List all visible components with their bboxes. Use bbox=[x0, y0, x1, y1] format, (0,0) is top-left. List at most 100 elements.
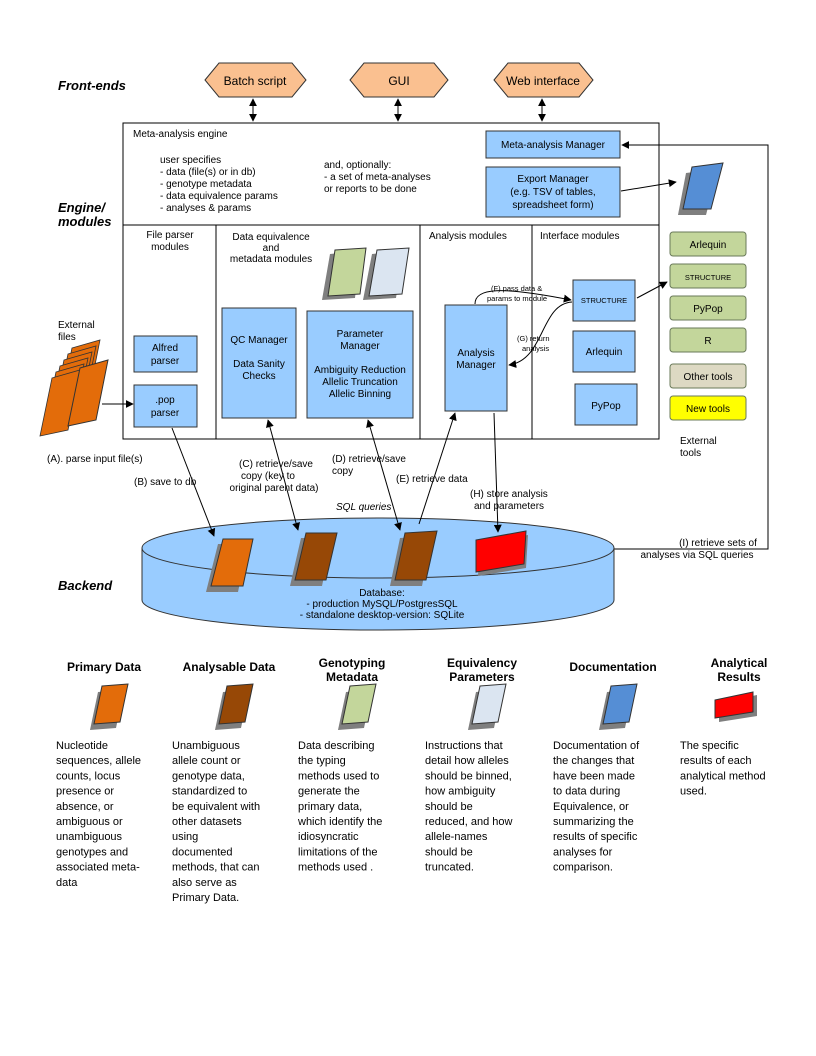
front-end-label: GUI bbox=[388, 74, 409, 88]
svg-text:Manager: Manager bbox=[340, 341, 380, 352]
svg-text:or reports to be done: or reports to be done bbox=[324, 184, 417, 195]
svg-text:- standalone desktop-version:: - standalone desktop-version: SQLite bbox=[300, 610, 465, 621]
legend-title: Genotyping bbox=[319, 656, 386, 670]
legend-description: how ambiguity bbox=[425, 786, 496, 798]
front-end-batch-script: Batch script bbox=[204, 62, 307, 98]
label-f-2: params to module bbox=[487, 294, 547, 303]
legend-description: the typing bbox=[298, 755, 346, 767]
meta-analysis-manager-box: Meta-analysis Manager bbox=[485, 130, 621, 159]
arrow-d-param-db bbox=[366, 419, 402, 531]
arrow-i-loop bbox=[614, 141, 769, 550]
svg-text:Analysis: Analysis bbox=[457, 348, 494, 359]
structure-module-box: STRUCTURE bbox=[572, 279, 636, 322]
pypop-module-box: PyPop bbox=[574, 383, 638, 426]
legend-description: data bbox=[56, 877, 78, 889]
legend-description: Data describing bbox=[298, 740, 374, 752]
svg-text:Checks: Checks bbox=[242, 371, 275, 382]
arlequin-module-box: Arlequin bbox=[572, 330, 636, 373]
external-tools-label: External bbox=[680, 436, 717, 447]
legend-description: summarizing the bbox=[553, 816, 634, 828]
label-h-1: (H) store analysis bbox=[470, 489, 548, 500]
legend-description: reduced, and how bbox=[425, 816, 513, 828]
legend-description: be equivalent with bbox=[172, 801, 260, 813]
label-i-2: analyses via SQL queries bbox=[640, 550, 753, 561]
legend-description: presence or bbox=[56, 786, 114, 798]
documentation-document-icon bbox=[678, 162, 724, 215]
legend-description: sequences, allele bbox=[56, 755, 141, 767]
legend-icon bbox=[602, 683, 638, 725]
svg-text:Export Manager: Export Manager bbox=[517, 174, 589, 185]
database-label: Database: - production MySQL/PostgresSQL… bbox=[300, 588, 465, 621]
legend-description: should be binned, bbox=[425, 770, 512, 782]
legend-description: counts, locus bbox=[56, 770, 121, 782]
svg-text:.pop: .pop bbox=[155, 395, 175, 406]
legend-description: genotypes and bbox=[56, 846, 128, 858]
label-i-1: (I) retrieve sets of bbox=[679, 538, 757, 549]
legend-description: Equivalence, or bbox=[553, 801, 629, 813]
legend-icon bbox=[714, 691, 754, 719]
legend-icon bbox=[471, 683, 507, 725]
legend-description: also serve as bbox=[172, 877, 237, 889]
optionally-text: and, optionally: - a set of meta-analyse… bbox=[324, 160, 431, 195]
legend-icon bbox=[341, 683, 377, 725]
legend-description: Primary Data. bbox=[172, 892, 239, 904]
label-a: (A). parse input file(s) bbox=[47, 454, 143, 465]
svg-text:parser: parser bbox=[151, 408, 180, 419]
label-c-2: copy (key to bbox=[241, 471, 295, 482]
legend-title: Analysable Data bbox=[183, 660, 276, 674]
legend-description: Unambiguous bbox=[172, 740, 240, 752]
svg-text:- data (file(s) or in db): - data (file(s) or in db) bbox=[160, 167, 256, 178]
legend-description: generate the bbox=[298, 786, 360, 798]
svg-text:- a set of meta-analyses: - a set of meta-analyses bbox=[324, 172, 431, 183]
svg-text:- production MySQL/PostgresSQ: - production MySQL/PostgresSQL bbox=[306, 599, 458, 610]
svg-text:STRUCTURE: STRUCTURE bbox=[581, 296, 627, 305]
svg-text:spreadsheet form): spreadsheet form) bbox=[512, 200, 593, 211]
front-end-gui: GUI bbox=[349, 62, 449, 98]
svg-text:Data Sanity: Data Sanity bbox=[233, 359, 285, 370]
legend-description: associated meta- bbox=[56, 862, 140, 874]
legend-title: Primary Data bbox=[67, 660, 141, 674]
analysis-modules-title: Analysis modules bbox=[429, 231, 507, 242]
label-h-2: and parameters bbox=[474, 501, 544, 512]
legend-description: The specific bbox=[680, 740, 739, 752]
legend-description: absence, or bbox=[56, 801, 114, 813]
legend-title: Analytical bbox=[711, 656, 768, 670]
label-d-1: (D) retrieve/save bbox=[332, 454, 406, 465]
legend-description: using bbox=[172, 831, 198, 843]
front-end-label: Web interface bbox=[506, 74, 580, 88]
svg-text:Ambiguity Reduction: Ambiguity Reduction bbox=[314, 365, 406, 376]
legend-description: allele count or bbox=[172, 755, 241, 767]
db-analysable-data-icon bbox=[290, 532, 338, 586]
label-c-3: original parent data) bbox=[230, 483, 319, 494]
row-label-modules: modules bbox=[58, 214, 111, 229]
legend-description: methods, that can bbox=[172, 862, 259, 874]
external-files-label: External bbox=[58, 320, 95, 331]
pop-parser-box: .pop parser bbox=[133, 384, 198, 428]
legend-description: documented bbox=[172, 846, 233, 858]
legend-description: should be bbox=[425, 846, 473, 858]
db-analysable-data-icon-2 bbox=[390, 530, 438, 586]
row-label-backend: Backend bbox=[58, 578, 113, 593]
arrow-e-retrieve bbox=[418, 412, 457, 525]
metadata-document-icons bbox=[322, 247, 410, 300]
arrow-f-pass-data bbox=[474, 290, 572, 305]
label-f-1: (F) pass data & bbox=[491, 284, 542, 293]
arrow-h-store bbox=[493, 412, 502, 533]
svg-text:STRUCTURE: STRUCTURE bbox=[685, 273, 731, 282]
qc-manager-box: QC Manager Data Sanity Checks bbox=[221, 307, 297, 419]
legend-title: Results bbox=[717, 670, 761, 684]
arrow-export-documentation bbox=[620, 179, 677, 192]
user-specifies-text: user specifies - data (file(s) or in db)… bbox=[160, 155, 278, 214]
legend-description: used. bbox=[680, 786, 707, 798]
legend-description: to data during bbox=[553, 786, 620, 798]
front-end-web-interface: Web interface bbox=[493, 62, 594, 98]
legend-description: analytical method bbox=[680, 770, 766, 782]
legend-description: detail how alleles bbox=[425, 755, 509, 767]
